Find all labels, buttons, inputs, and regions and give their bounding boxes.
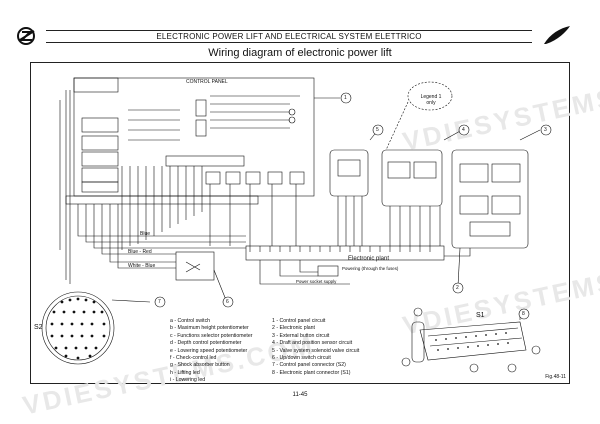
callout-3 [540, 124, 552, 136]
callout-4-label: 4 [462, 127, 465, 133]
callout-2 [452, 282, 464, 294]
control-panel-terminal-strip [165, 155, 245, 167]
control-panel-label: CONTROL PANEL [186, 79, 228, 85]
callout-5-label: 5 [376, 127, 379, 133]
s2-label: S2 [34, 324, 43, 331]
legend-item: c - Functions selector potentiometer [170, 332, 253, 339]
page-number: 11-45 [292, 392, 308, 398]
sensor-circuit [381, 149, 443, 207]
s2-connector [41, 291, 115, 365]
blue-wire-label: Blue [140, 231, 151, 237]
legend-item: 4 - Draft and position sensor circuit [272, 340, 353, 347]
legend-item: b - Maximum height potentiometer [170, 325, 249, 332]
header-rule-bottom [46, 42, 532, 43]
quill-icon [544, 26, 570, 44]
electronic-plant-box [245, 245, 445, 261]
legend-item: 6 - Up/down switch circuit [272, 355, 331, 362]
legend-item: 5 - Valve system solenoid valve circuit [272, 347, 360, 354]
callout-6 [222, 296, 234, 308]
legend-item: 7 - Control panel connector (S2) [272, 362, 346, 369]
callout-2-label: 2 [456, 285, 459, 291]
powering-label: Powering (through the fuses) [342, 266, 399, 271]
legend-components: a - Control switch b - Maximum height po… [170, 318, 252, 385]
header-title: ELECTRONIC POWER LIFT AND ELECTRICAL SYS… [156, 32, 422, 41]
legend-item: e - Lowering speed potentiometer [170, 347, 248, 354]
page-title: Wiring diagram of electronic power lift [208, 47, 392, 59]
callout-7 [154, 296, 166, 308]
s1-connector [401, 307, 541, 373]
legend-item: i - Lowering led [170, 377, 206, 384]
figure-reference: Fig.48-11 [545, 374, 566, 380]
legend-item: 2 - Electronic plant [272, 325, 315, 332]
up-down-switch-box [175, 251, 215, 281]
legend-item: g - Shock absorber button [170, 362, 230, 369]
blue-red-wire-label: Blue - Red [128, 249, 152, 255]
legend-item: a - Control switch [170, 318, 211, 324]
external-button-circuit [451, 149, 529, 249]
legend-callout-text: Legend 1 only [420, 94, 442, 106]
electronic-plant-label: Electronic plant [348, 256, 390, 262]
legend-item: f - Check-control led [170, 355, 217, 362]
diagram-frame [30, 62, 570, 384]
solenoid-valve-circuit [329, 149, 369, 197]
brand-logo-icon [17, 27, 35, 45]
header-rule-top [46, 30, 532, 31]
legend-item: h - Lifting led [170, 369, 200, 376]
legend-item: 1 - Control panel circuit [272, 318, 326, 324]
callout-3-label: 3 [544, 127, 547, 133]
power-socket-label: Power socket supply [296, 279, 337, 284]
s1-label: S1 [476, 312, 485, 319]
white-blue-wire-label: White - Blue [128, 263, 156, 269]
legend-circuits: 1 - Control panel circuit 2 - Electronic… [272, 318, 359, 377]
callout-5 [372, 124, 384, 136]
legend-callout-label: Legend 1 only [418, 88, 444, 106]
legend-item: 8 - Electronic plant connector (S1) [272, 369, 351, 376]
callout-1-label: 1 [344, 95, 347, 101]
callout-8 [518, 308, 530, 320]
callout-1 [340, 92, 352, 104]
legend-item: 3 - External button circuit [272, 332, 330, 339]
callout-4 [458, 124, 470, 136]
legend-item: d - Depth control potentiometer [170, 340, 242, 347]
callout-7-label: 7 [158, 299, 161, 305]
callout-6-label: 6 [226, 299, 229, 305]
callout-8-label: 8 [522, 311, 525, 317]
s2-pins [50, 297, 106, 360]
